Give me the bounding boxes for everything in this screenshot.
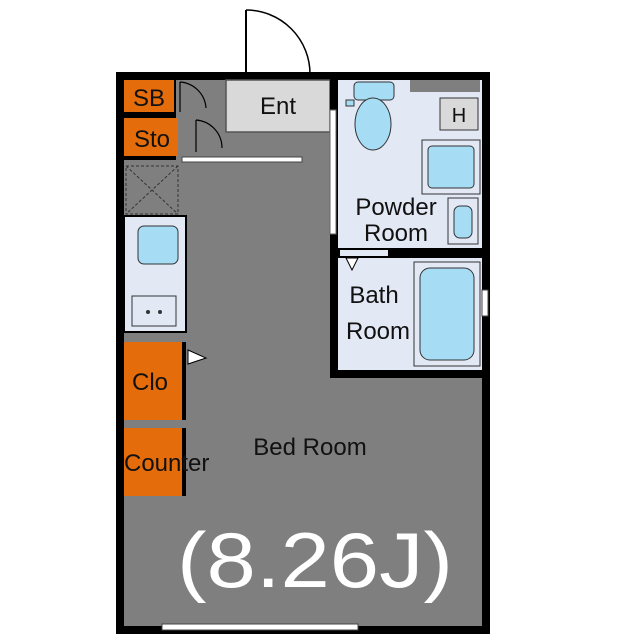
bed-room-label: Bed Room <box>253 434 366 461</box>
cooktop <box>131 295 177 327</box>
window-bottom <box>161 623 359 631</box>
counter-label: Counter <box>124 450 209 477</box>
shoe-box-label: SB <box>133 85 165 112</box>
closet[interactable] <box>124 342 182 420</box>
kitchen-counter <box>123 215 187 333</box>
window-bath <box>481 289 489 317</box>
counter <box>124 428 186 496</box>
water-heater <box>439 97 479 131</box>
entrance-label: Ent <box>260 93 296 120</box>
closet-door <box>187 349 208 365</box>
kitchen-sink <box>137 225 179 265</box>
powder-room-label-line1: Powder <box>355 194 436 221</box>
storage-closet[interactable] <box>124 118 178 156</box>
heater-label: H <box>452 105 466 127</box>
fridge-space <box>125 165 179 215</box>
area-label: (8.26J) <box>177 516 453 604</box>
bath-door-gap <box>340 250 388 256</box>
closet-label: Clo <box>132 369 168 396</box>
bath-room-label-line1: Bath <box>349 282 398 309</box>
sliding-door[interactable] <box>181 156 303 163</box>
shoe-box[interactable] <box>124 80 174 112</box>
toilet <box>345 81 395 151</box>
window-top <box>410 80 480 92</box>
powder-room-label-line2: Room <box>364 220 428 247</box>
powder-room-door[interactable] <box>329 109 337 235</box>
small-door-swings <box>179 81 223 152</box>
entrance-door[interactable] <box>245 9 311 76</box>
bath-room-label-line2: Room <box>346 318 410 345</box>
bath-door[interactable] <box>345 257 359 272</box>
storage-label: Sto <box>134 126 170 153</box>
